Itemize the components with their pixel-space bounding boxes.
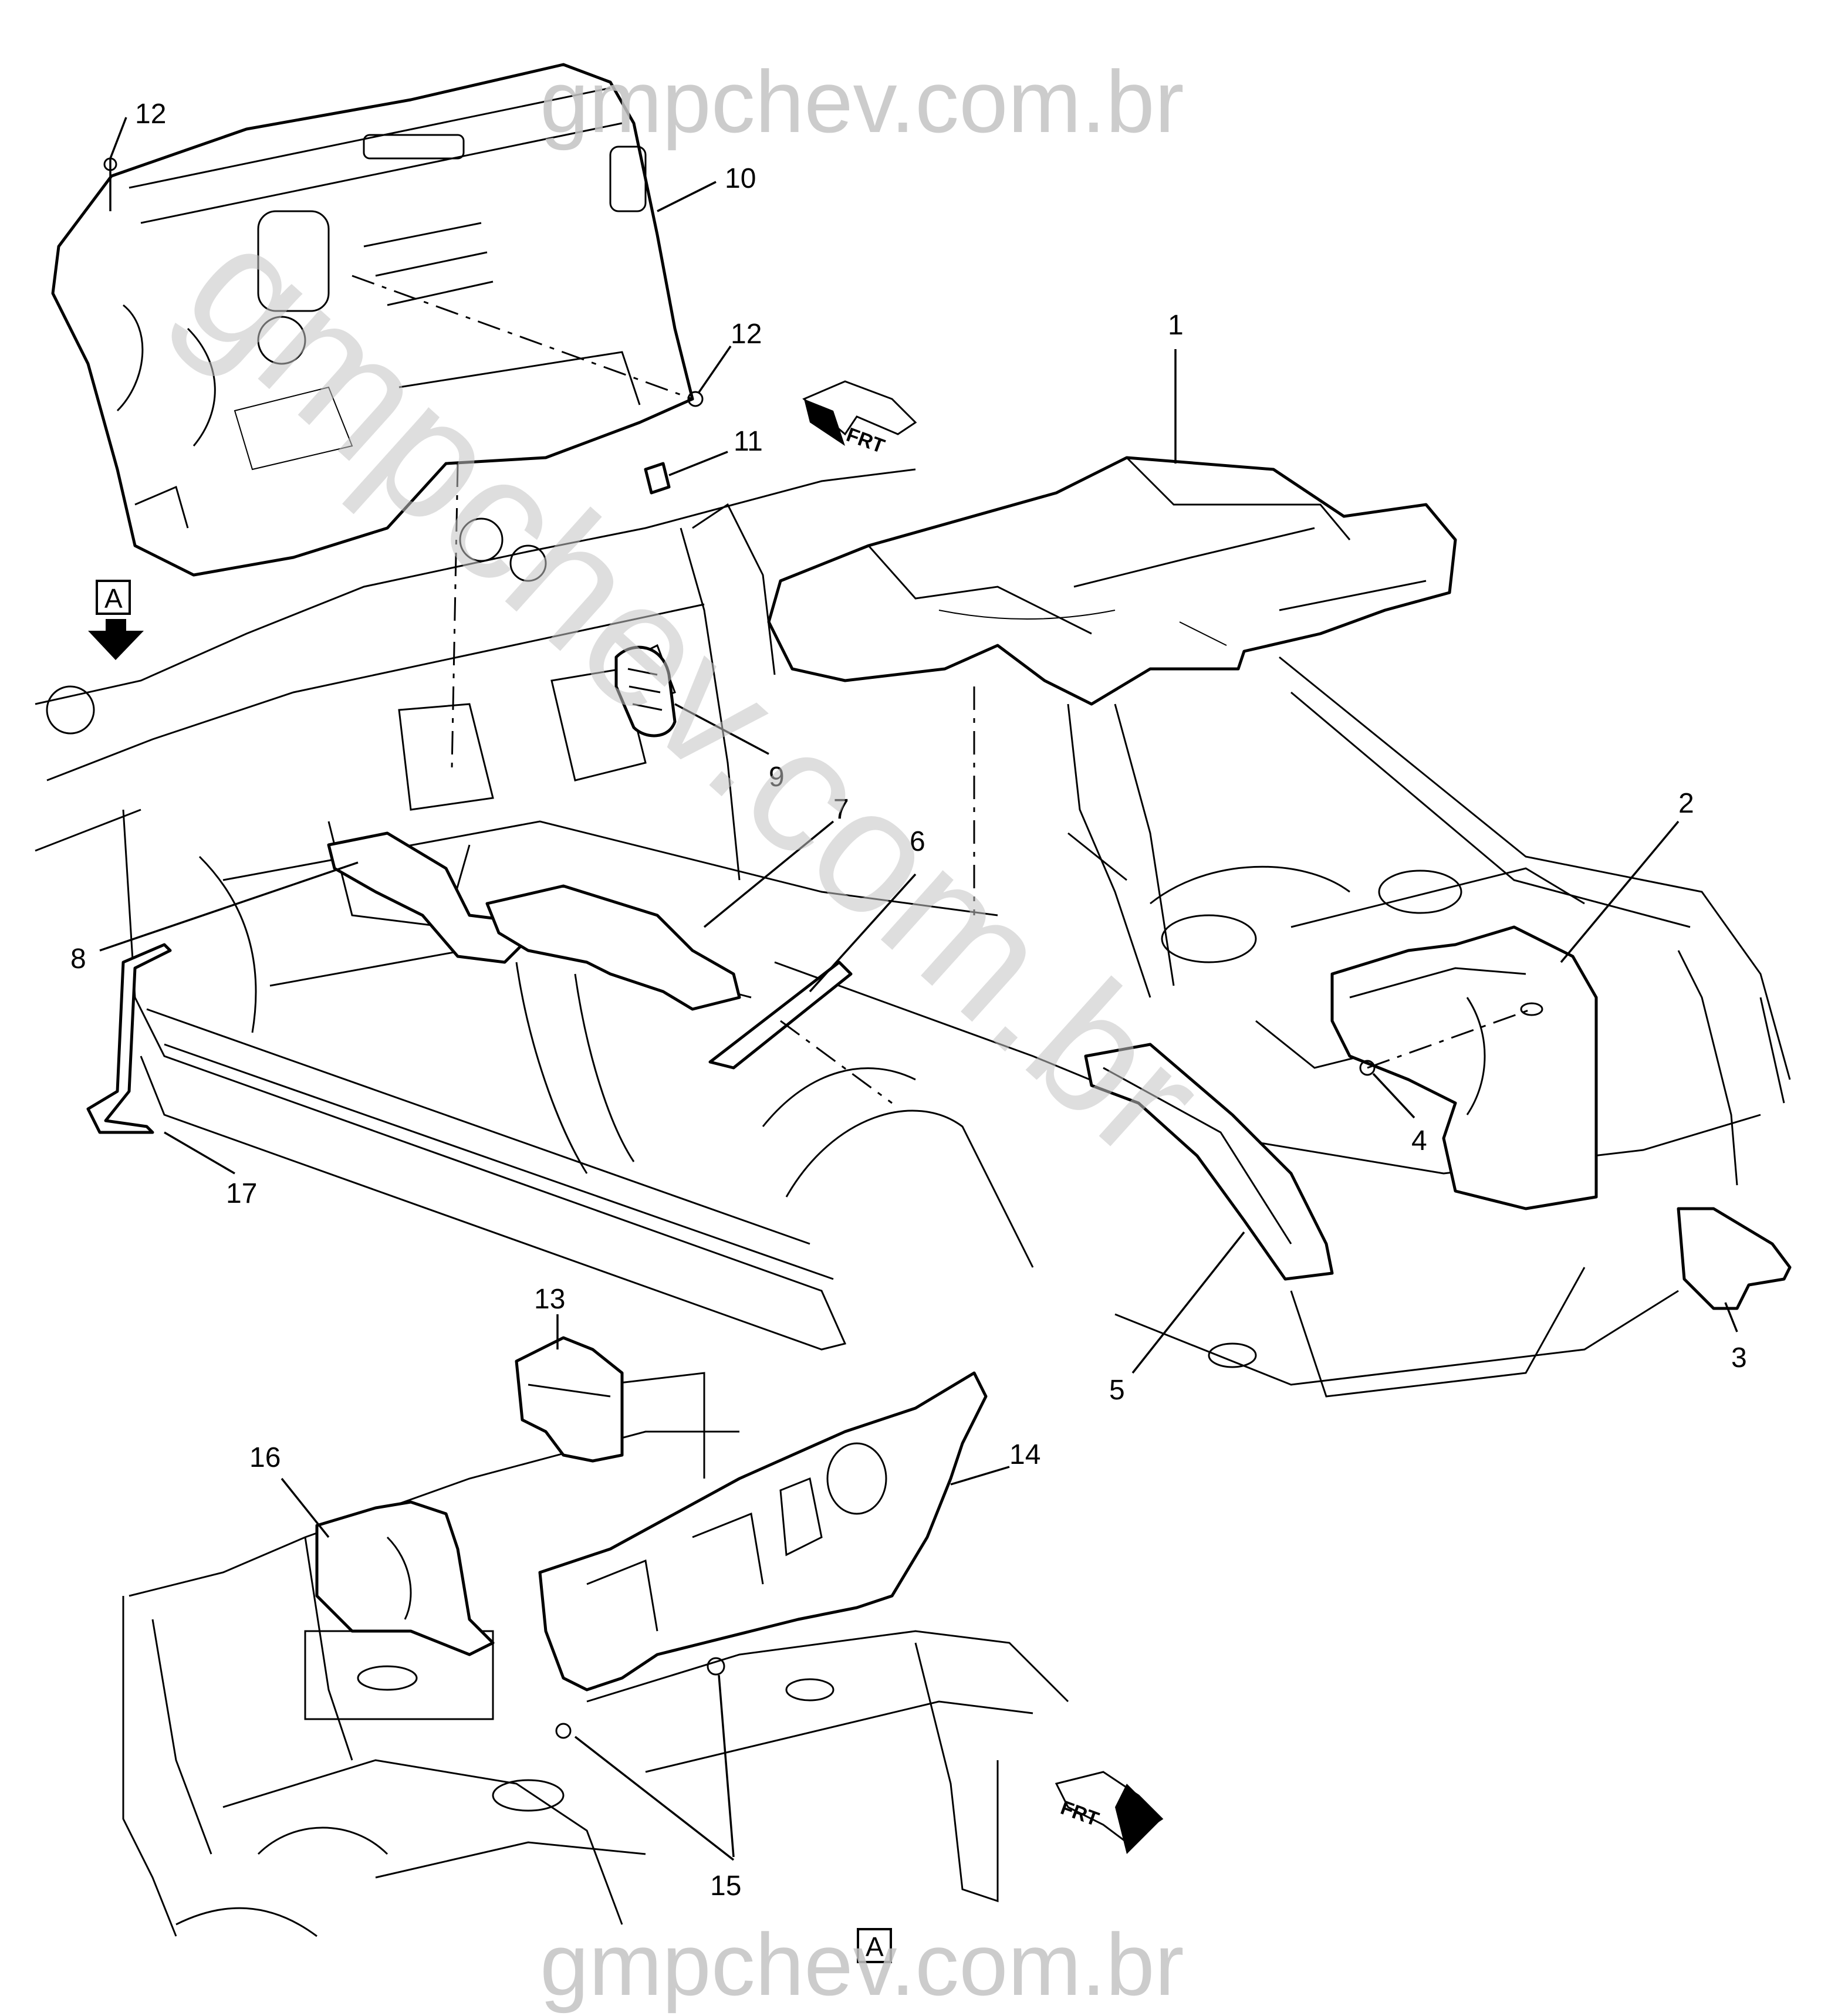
frt-arrow-upper: FRT: [802, 380, 917, 458]
callout-13: 13: [534, 1284, 565, 1315]
callout-5: 5: [1109, 1375, 1125, 1406]
callout-9: 9: [769, 762, 785, 793]
watermark-top: gmpchev.com.br: [540, 52, 1184, 151]
part-14-dash-outer-insulator: [538, 1371, 988, 1692]
callout-2: 2: [1678, 788, 1694, 819]
part-5-wheelhouse-insulator: [1084, 1043, 1334, 1281]
frt-label-upper: FRT: [843, 424, 887, 458]
alignment-lines: [352, 275, 1532, 1104]
part-4-clip: [1359, 1060, 1376, 1076]
callout-1: 1: [1168, 310, 1184, 341]
part-13-block-insulator: [515, 1336, 624, 1463]
frt-arrow-lower: FRT: [1055, 1771, 1164, 1854]
part-10-dash-insulator: [51, 63, 694, 577]
part-11-small-pad: [644, 462, 671, 495]
part-2-rear-insulator: [1330, 925, 1598, 1210]
callout-15: 15: [710, 1870, 741, 1902]
callout-6: 6: [910, 826, 925, 857]
callout-4: 4: [1411, 1125, 1427, 1156]
callout-10: 10: [725, 163, 756, 194]
watermark-bottom: gmpchev.com.br: [540, 1915, 1184, 2014]
view-marker-a-upper: A: [88, 580, 144, 660]
callout-7: 7: [833, 794, 849, 825]
part-9-grommet: [614, 645, 677, 738]
view-marker-a-lower: A: [857, 1928, 892, 1963]
part-16-side-insulator: [315, 1500, 495, 1656]
part-8-front-floor-insulator: [327, 831, 530, 964]
part-15-fasteners: [555, 1657, 725, 1739]
callout-8: 8: [70, 943, 86, 975]
view-marker-letter-lower: A: [866, 1932, 884, 1962]
part-3-rear-corner-insulator: [1677, 1207, 1792, 1310]
part-1-floor-insulator: [767, 456, 1457, 706]
callout-14: 14: [1009, 1439, 1040, 1470]
part-6-tunnel-strip: [708, 960, 853, 1070]
callout-11: 11: [734, 426, 763, 457]
part-7-floor-pad: [485, 884, 741, 1011]
part-17-rocker-insulator: [86, 943, 172, 1134]
callout-12a: 12: [135, 99, 166, 130]
callout-12b: 12: [731, 319, 762, 350]
callout-17: 17: [226, 1178, 257, 1209]
leader-lines: [99, 117, 1738, 1861]
callout-16: 16: [249, 1442, 281, 1473]
view-marker-letter: A: [104, 583, 123, 614]
callout-3: 3: [1731, 1342, 1747, 1374]
callout-labels: 1 2 3 4 5 6 7 8 9 10 11 12 12 13 14 15 1…: [70, 99, 1747, 1902]
